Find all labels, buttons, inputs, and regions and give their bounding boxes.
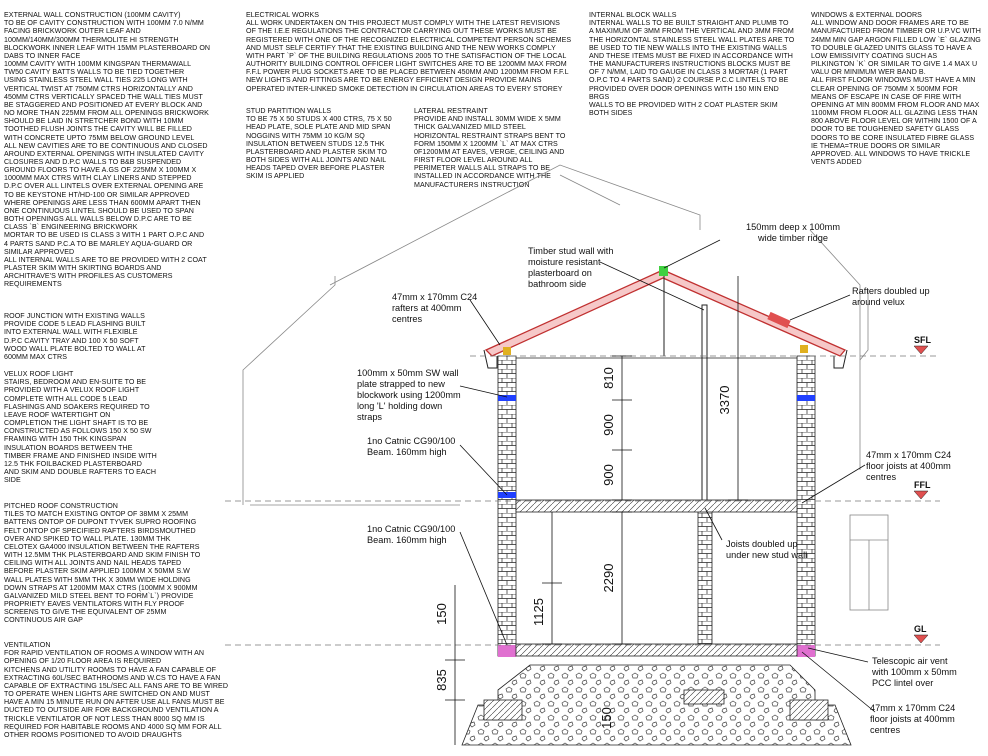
note-windows: WINDOWS & EXTERNAL DOORS ALL WINDOW AND … — [811, 3, 987, 166]
label-rafters-left: 47mm x 170mm C24 rafters at 400mm centre… — [392, 292, 478, 324]
dim-2290: 2290 — [601, 564, 616, 593]
label-joists-doubled: Joists doubled up under new stud wall — [726, 539, 808, 560]
label-rafters-doubled: Rafters doubled up around velux — [852, 286, 930, 307]
note-title: EXTERNAL WALL CONSTRUCTION (100mm CAVITY… — [4, 11, 181, 20]
level-sfl: SFL — [914, 335, 932, 345]
note-body: TO BE 75 x 50 STUDS x 400 CTRS, 75 x 50 … — [246, 115, 392, 181]
leader-lines — [459, 239, 876, 713]
dim-150-lower: 150 — [599, 707, 614, 729]
level-markers: SFL FFL GL — [913, 335, 932, 644]
note-title: VENTILATION — [4, 641, 51, 650]
note-body: FOR RAPID VENTILATION OF ROOMS A WINDOW … — [4, 649, 228, 739]
timber-stud-wall — [701, 304, 708, 506]
label-air-vent: Telescopic air vent with 100mm x 50mm PC… — [872, 656, 957, 688]
note-title: WINDOWS & EXTERNAL DOORS — [811, 11, 922, 20]
label-beam-lower: 1no Catnic CG90/100 Beam. 160mm high — [367, 524, 456, 545]
label-stud-wall: Timber stud wall with moisture resistant… — [528, 246, 614, 289]
dim-3370: 3370 — [717, 386, 732, 415]
note-title: LATERAL RESTRAINT — [414, 107, 488, 116]
dim-835: 835 — [434, 669, 449, 691]
note-title: ELECTRICAL WORKS — [246, 11, 320, 20]
dimension-texts: 810 900 900 3370 2290 1125 150 835 150 — [434, 367, 732, 729]
floors — [515, 357, 798, 657]
note-body: STAIRS, BEDROOM AND EN-SUITE TO BE PROVI… — [4, 378, 157, 485]
level-ffl: FFL — [914, 480, 931, 490]
walls — [497, 304, 816, 657]
note-body: TILES TO MATCH EXISTING ONTOP OF 38mm x … — [4, 510, 201, 625]
note-external-wall: EXTERNAL WALL CONSTRUCTION (100mm CAVITY… — [4, 3, 244, 288]
dim-810: 810 — [601, 367, 616, 389]
label-wall-plate: 100mm x 50mm SW wall plate strapped to n… — [357, 368, 461, 422]
note-body: ALL WINDOW AND DOOR FRAMES ARE TO BE MAN… — [811, 19, 981, 166]
foundation — [461, 664, 852, 746]
label-floor-joists: 47mm x 170mm C24 floor joists at 400mm c… — [866, 450, 952, 482]
dim-150-upper: 150 — [434, 603, 449, 625]
level-gl: GL — [914, 624, 927, 634]
note-body: INTERNAL WALLS TO BE BUILT STRAIGHT AND … — [589, 19, 795, 118]
velux-rafter — [767, 311, 791, 329]
label-ground-joists: 47mm x 170mm C24 floor joists at 400mm c… — [870, 703, 956, 735]
internal-block-wall — [697, 511, 713, 655]
note-title: ROOF JUNCTION WITH EXISTING WALLS — [4, 312, 145, 321]
existing-building — [242, 164, 889, 611]
label-beam-upper: 1no Catnic CG90/100 Beam. 160mm high — [367, 436, 456, 457]
dim-1125: 1125 — [531, 598, 546, 626]
note-title: INTERNAL BLOCK WALLS — [589, 11, 677, 20]
note-body: PROVIDE AND INSTALL 30mm WIDE x 5mm THIC… — [414, 115, 566, 189]
note-body: PROVIDE CODE 5 LEAD FLASHING BUILT INTO … — [4, 320, 146, 361]
note-body: ALL WORK UNDERTAKEN ON THIS PROJECT MUST… — [246, 19, 572, 93]
note-title: PITCHED ROOF CONSTRUCTION — [4, 502, 118, 511]
ground-floor-joists — [515, 643, 798, 657]
dim-900-upper: 900 — [601, 414, 616, 436]
dimension-lines — [445, 276, 748, 745]
ridge-board — [659, 266, 668, 276]
note-title: STUD PARTITION WALLS — [246, 107, 332, 116]
level-lines — [225, 355, 940, 646]
dim-900-lower: 900 — [601, 464, 616, 486]
note-title: VELUX ROOF LIGHT — [4, 370, 74, 379]
first-floor-joists — [515, 499, 798, 513]
label-ridge: 150mm deep x 100mm wide timber ridge — [746, 222, 840, 243]
note-body: TO BE OF CAVITY CONSTRUCTION WITH 100mm … — [4, 19, 211, 289]
